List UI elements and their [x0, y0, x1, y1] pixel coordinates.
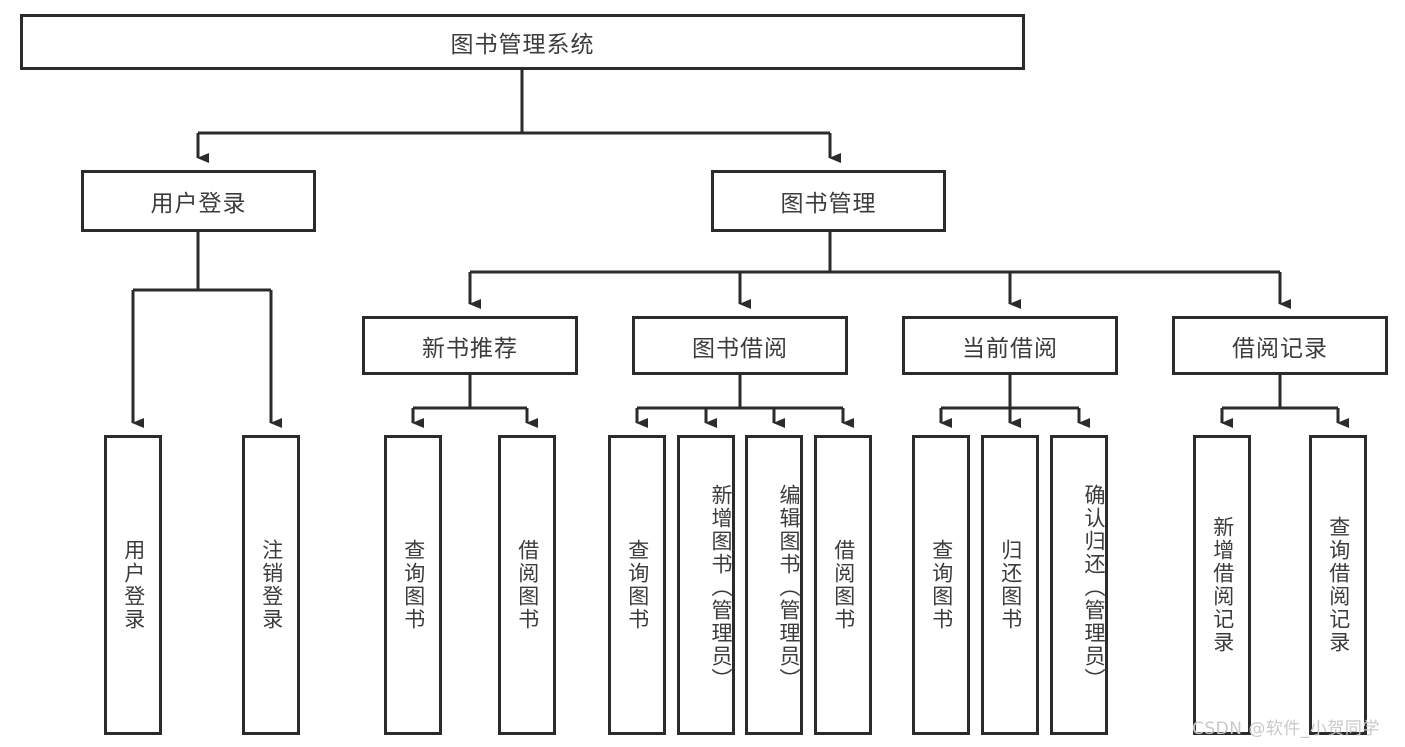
node-label: 查询图书 — [625, 539, 650, 631]
leaf-query-borrow-record[interactable]: 查询借阅记录 — [1309, 435, 1367, 735]
node-label: 查询借阅记录 — [1326, 516, 1351, 654]
node-label: 归还图书 — [998, 539, 1023, 631]
csdn-watermark: CSDN @软件_小贺同学 — [1192, 719, 1380, 739]
leaf-return-book[interactable]: 归还图书 — [981, 435, 1039, 735]
node-label: 编辑图书（管理员） — [777, 483, 801, 691]
node-label: 新增图书（管理员） — [709, 483, 733, 691]
leaf-query-book-borrow[interactable]: 查询图书 — [608, 435, 666, 735]
node-book-borrow[interactable]: 图书借阅 — [632, 316, 848, 375]
leaf-borrow-book-recommend[interactable]: 借阅图书 — [498, 435, 556, 735]
node-label: 借阅图书 — [831, 539, 856, 631]
node-label: 当前借阅 — [962, 335, 1058, 362]
node-user-login[interactable]: 用户登录 — [81, 170, 316, 232]
leaf-add-book-admin[interactable]: 新增图书（管理员） — [677, 435, 735, 735]
node-label: 借阅图书 — [515, 539, 540, 631]
node-label: 查询图书 — [929, 539, 954, 631]
node-label: 用户登录 — [150, 191, 247, 217]
node-label: 注销登录 — [259, 539, 284, 631]
leaf-logout[interactable]: 注销登录 — [242, 435, 300, 735]
leaf-edit-book-admin[interactable]: 编辑图书（管理员） — [745, 435, 803, 735]
node-label: 借阅记录 — [1232, 335, 1328, 362]
node-label: 用户登录 — [121, 539, 146, 631]
node-label: 查询图书 — [401, 539, 426, 631]
leaf-add-borrow-record[interactable]: 新增借阅记录 — [1193, 435, 1251, 735]
node-label: 图书借阅 — [692, 335, 788, 362]
node-new-book-recommend[interactable]: 新书推荐 — [362, 316, 578, 375]
node-current-borrow[interactable]: 当前借阅 — [902, 316, 1118, 375]
node-label: 新增借阅记录 — [1210, 516, 1235, 654]
node-label: 确认归还（管理员） — [1082, 483, 1106, 691]
leaf-query-book-current[interactable]: 查询图书 — [912, 435, 970, 735]
node-root-system[interactable]: 图书管理系统 — [20, 14, 1025, 70]
leaf-query-book-recommend[interactable]: 查询图书 — [384, 435, 442, 735]
leaf-borrow-book[interactable]: 借阅图书 — [814, 435, 872, 735]
node-book-management[interactable]: 图书管理 — [711, 170, 946, 232]
node-label: 图书管理系统 — [450, 32, 595, 58]
node-label: 图书管理 — [780, 191, 877, 217]
node-label: 新书推荐 — [422, 335, 518, 362]
leaf-user-login[interactable]: 用户登录 — [104, 435, 162, 735]
leaf-confirm-return-admin[interactable]: 确认归还（管理员） — [1050, 435, 1108, 735]
node-borrow-record[interactable]: 借阅记录 — [1172, 316, 1388, 375]
